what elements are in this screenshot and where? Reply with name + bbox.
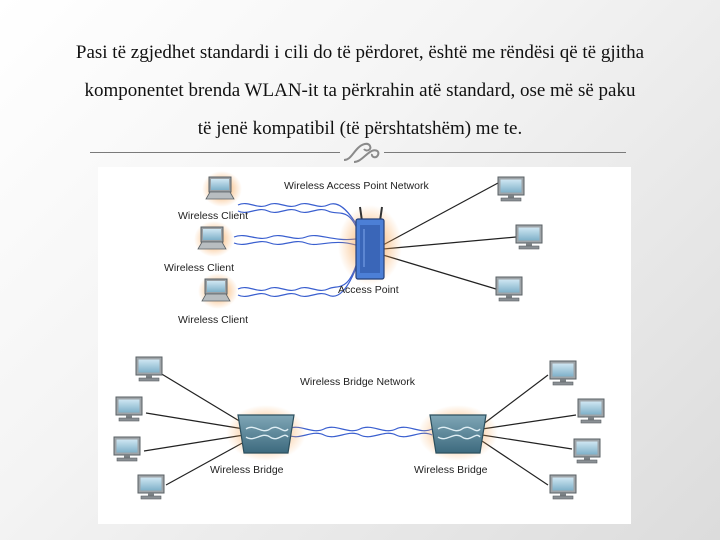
desktop-computer-icon — [549, 474, 577, 500]
network-diagram-svg: Wireless Access Point Network Wire — [113, 171, 605, 500]
access-point-icon — [355, 206, 385, 280]
ap-cables — [382, 182, 517, 290]
laptop-icon — [205, 176, 235, 200]
divider-left — [90, 152, 340, 153]
desktop-computer-icon — [577, 398, 605, 424]
wireless-bridge-label: Wireless Bridge — [210, 464, 284, 476]
divider-right — [384, 152, 626, 153]
desktop-computer-icon — [573, 438, 601, 464]
wlan-diagram: Wireless Access Point Network Wire — [98, 167, 631, 524]
wireless-bridge-icon — [237, 414, 295, 454]
ap-radio-waves — [233, 202, 359, 298]
wireless-client-label: Wireless Client — [178, 314, 248, 326]
slide-paragraph: Pasi të zgjedhet standardi i cili do të … — [20, 34, 700, 148]
wireless-client-label: Wireless Client — [178, 210, 248, 222]
desktop-computer-icon — [115, 396, 143, 422]
desktop-computer-icon — [497, 176, 525, 202]
wireless-client-3: Wireless Client — [178, 273, 248, 326]
bridge-radio-waves — [287, 426, 433, 438]
wireless-client-label: Wireless Client — [164, 262, 234, 274]
paragraph-line-1: Pasi të zgjedhet standardi i cili do të … — [75, 42, 645, 63]
scroll-ornament-icon — [343, 142, 380, 163]
wireless-bridge-icon — [429, 414, 487, 454]
access-point-label: Access Point — [338, 284, 399, 296]
bridge-network-title: Wireless Bridge Network — [300, 376, 416, 388]
access-point: Access Point — [338, 205, 402, 296]
desktop-computer-icon — [515, 224, 543, 250]
wireless-client-2: Wireless Client — [164, 221, 234, 274]
desktop-computer-icon — [549, 360, 577, 386]
paragraph-line-3: të jenë kompatibil (të përshtatshëm) me … — [197, 118, 523, 139]
laptop-icon — [197, 226, 227, 250]
desktop-computer-icon — [135, 356, 163, 382]
desktop-computer-icon — [137, 474, 165, 500]
desktop-computer-icon — [495, 276, 523, 302]
wireless-bridge-label: Wireless Bridge — [414, 464, 488, 476]
laptop-icon — [201, 278, 231, 302]
paragraph-line-2: komponentet brenda WLAN-it ta përkrahin … — [84, 80, 636, 101]
access-point-network-title: Wireless Access Point Network — [284, 180, 429, 192]
wireless-bridge-right: Wireless Bridge — [414, 405, 498, 476]
wireless-client-1: Wireless Client — [178, 171, 248, 222]
wireless-bridge-left: Wireless Bridge — [210, 405, 306, 476]
desktop-computer-icon — [113, 436, 141, 462]
